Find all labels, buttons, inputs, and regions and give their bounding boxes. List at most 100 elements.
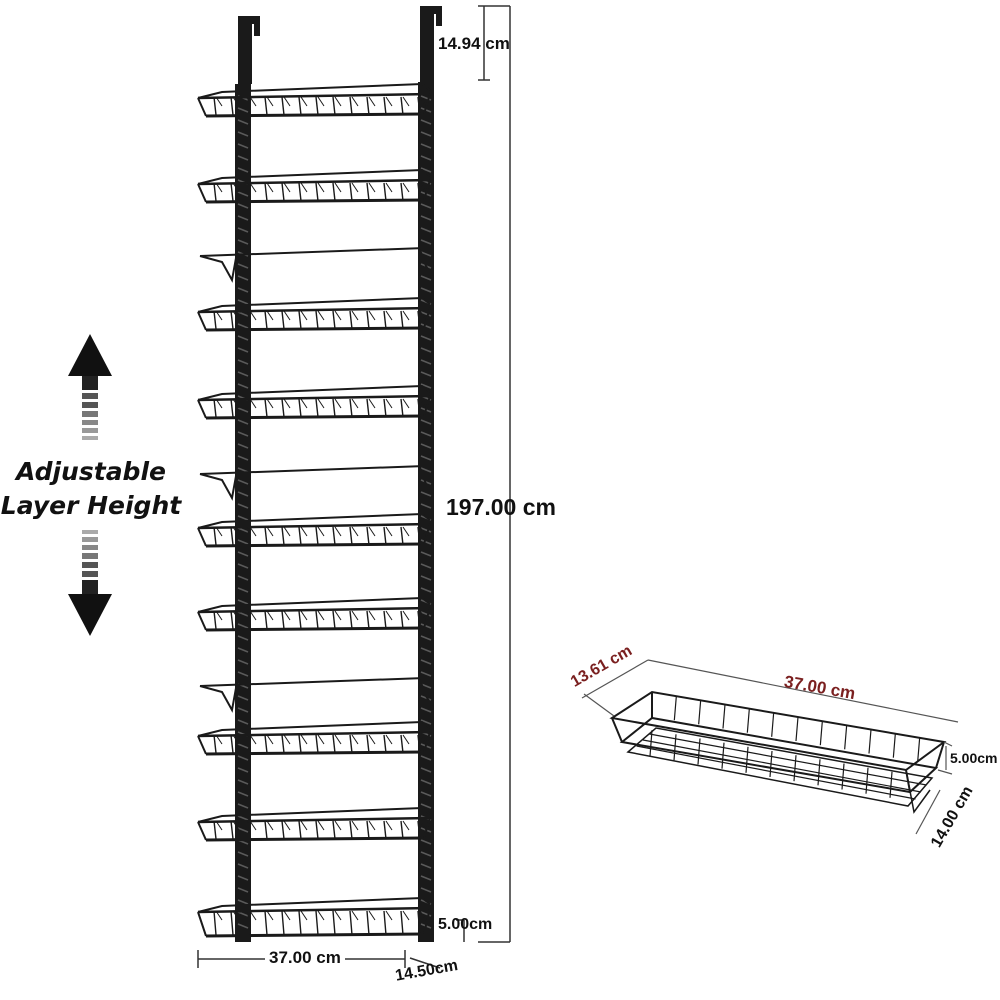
- shelf-basket: [197, 296, 431, 332]
- post-notch: [420, 491, 432, 497]
- up-arrow-icon: [68, 334, 112, 440]
- shelf-basket: [197, 384, 431, 420]
- post-notch: [420, 143, 432, 149]
- post-notch: [237, 371, 249, 377]
- post-notch: [237, 323, 249, 329]
- post-notch: [420, 863, 432, 869]
- post-notch: [237, 539, 249, 545]
- left-post: [235, 84, 251, 942]
- post-notch: [420, 779, 432, 785]
- post-notch: [237, 743, 249, 749]
- post-notch: [420, 359, 432, 365]
- post-notch: [237, 383, 249, 389]
- post-notch: [420, 791, 432, 797]
- post-notch: [237, 623, 249, 629]
- bottom-basket-height-label: 5.00cm: [438, 916, 493, 933]
- post-notch: [420, 875, 432, 881]
- post-notch: [420, 323, 432, 329]
- post-notch: [237, 491, 249, 497]
- post-notch: [237, 443, 249, 449]
- post-notch: [420, 767, 432, 773]
- post-notch: [420, 467, 432, 473]
- post-notch: [420, 719, 432, 725]
- basket-wire: [698, 700, 702, 725]
- post-notch: [237, 503, 249, 509]
- post-notch: [237, 815, 249, 821]
- post-notch: [237, 155, 249, 161]
- shelf-basket: [197, 896, 431, 938]
- basket-wire: [819, 721, 823, 746]
- post-notch: [420, 539, 432, 545]
- post-notch: [237, 107, 249, 113]
- post-notch: [420, 671, 432, 677]
- shelf-basket: [197, 168, 431, 204]
- clip-bar: [199, 247, 433, 283]
- post-notch: [237, 311, 249, 317]
- post-notch: [420, 551, 432, 557]
- post-notch: [237, 671, 249, 677]
- post-notch: [237, 647, 249, 653]
- post-notch: [420, 287, 432, 293]
- post-notch: [237, 419, 249, 425]
- post-notch: [420, 251, 432, 257]
- post-notch: [237, 791, 249, 797]
- post-notch: [420, 635, 432, 641]
- post-notch: [237, 779, 249, 785]
- post-notch: [237, 407, 249, 413]
- post-notch: [237, 335, 249, 341]
- post-notch: [237, 263, 249, 269]
- post-notch: [420, 419, 432, 425]
- post-notch: [237, 287, 249, 293]
- post-notch: [237, 203, 249, 209]
- basket-wire: [636, 745, 916, 800]
- post-notch: [237, 587, 249, 593]
- post-notch: [237, 479, 249, 485]
- post-notch: [237, 515, 249, 521]
- post-notch: [237, 275, 249, 281]
- post-notch: [420, 755, 432, 761]
- post-notch: [237, 239, 249, 245]
- hook-height-label: 14.94 cm: [438, 34, 510, 53]
- post-notch: [420, 695, 432, 701]
- shelf-basket: [197, 512, 431, 548]
- feature-label-line2: Layer Height: [0, 491, 182, 520]
- basket-wire: [771, 712, 775, 737]
- post-notch: [420, 311, 432, 317]
- shelf-basket: [197, 596, 431, 632]
- post-notch: [420, 227, 432, 233]
- post-notch: [237, 923, 249, 929]
- basket-wire: [889, 771, 893, 798]
- basket-wire: [721, 742, 725, 769]
- post-notch: [420, 611, 432, 617]
- right-post: [418, 82, 434, 942]
- basket-wire: [722, 704, 726, 729]
- post-notch: [237, 455, 249, 461]
- adjustable-layer-height-label: Adjustable Layer Height: [0, 455, 182, 523]
- post-notch: [237, 431, 249, 437]
- post-notch: [237, 359, 249, 365]
- post-notch: [237, 191, 249, 197]
- post-notch: [420, 563, 432, 569]
- shelf-basket: [197, 82, 431, 118]
- post-notch: [420, 203, 432, 209]
- post-notch: [237, 827, 249, 833]
- post-notch: [237, 695, 249, 701]
- shelf-basket: [197, 720, 431, 756]
- basket-wire: [795, 716, 799, 742]
- clip-bar: [199, 465, 433, 501]
- basket-wire: [642, 739, 922, 793]
- total-height-label: 197.00 cm: [446, 494, 556, 520]
- post-notch: [420, 383, 432, 389]
- down-arrow-icon: [68, 530, 112, 636]
- post-notch: [237, 899, 249, 905]
- post-notch: [237, 719, 249, 725]
- post-notch: [237, 767, 249, 773]
- post-notch: [420, 275, 432, 281]
- post-notch: [237, 575, 249, 581]
- post-notch: [237, 215, 249, 221]
- post-notch: [420, 839, 432, 845]
- post-notch: [237, 659, 249, 665]
- post-notch: [420, 587, 432, 593]
- post-notch: [237, 851, 249, 857]
